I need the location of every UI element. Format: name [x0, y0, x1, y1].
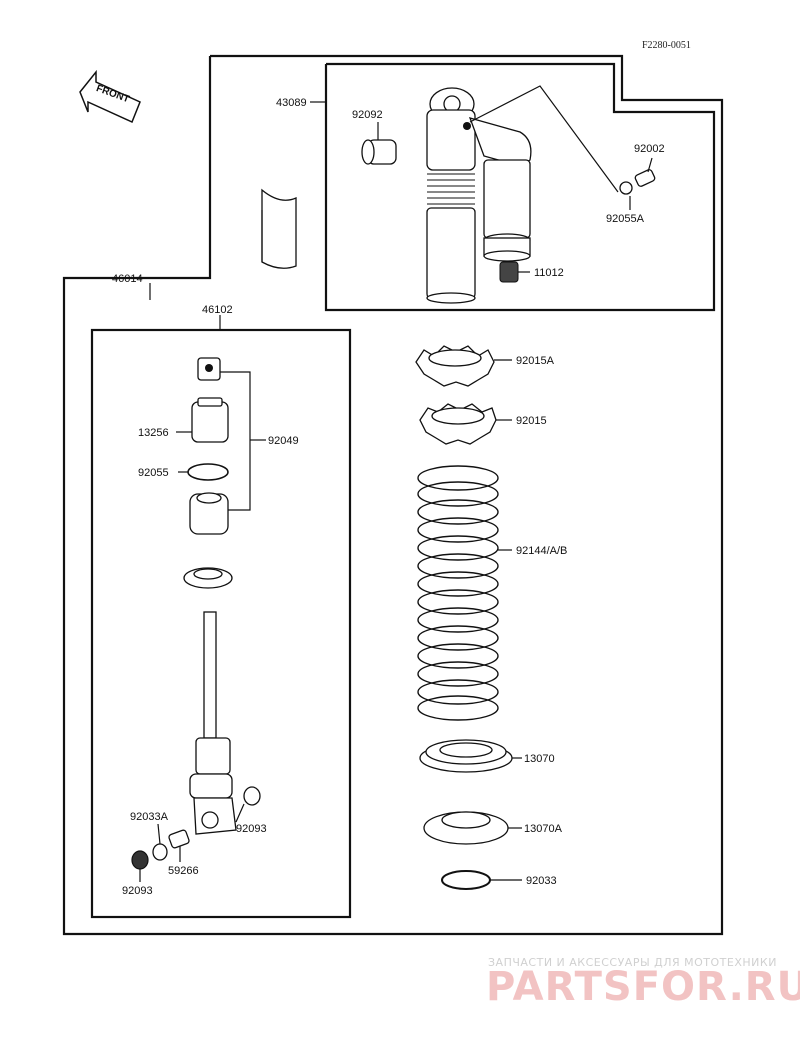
spring-nut-92015 [419, 403, 497, 445]
cap-11012 [499, 261, 519, 283]
label-43089: 43089 [276, 97, 307, 109]
coil-spring-92144 [417, 465, 499, 721]
label-92055: 92055 [138, 467, 169, 479]
figure-code: F2280-0051 [642, 40, 691, 51]
bump-rubber-lower [189, 492, 229, 535]
spring-nut-92015A [415, 345, 495, 387]
label-11012: 11012 [534, 267, 564, 279]
collar-59266 [168, 829, 190, 849]
shock-absorber-body [426, 87, 532, 304]
label-46014: 46014 [112, 273, 143, 285]
shock-sleeve [261, 188, 297, 269]
seal-92093-left [131, 850, 149, 870]
label-92144: 92144/A/B [516, 545, 567, 557]
label-92033: 92033 [526, 875, 557, 887]
label-92049: 92049 [268, 435, 299, 447]
assembly-frame-46014 [62, 54, 724, 936]
circlip-92033A [152, 843, 168, 861]
label-13070A: 13070A [524, 823, 563, 835]
seal-92093-right [243, 786, 261, 806]
watermark-logo: PARTSFOR.RU [486, 964, 800, 1010]
label-92093-right: 92093 [236, 823, 267, 835]
nut-top [197, 357, 221, 381]
label-92055A: 92055A [606, 213, 645, 225]
spring-seat-13070A [423, 811, 509, 845]
piston-rod [189, 611, 237, 835]
watermark-tagline: ЗАПЧАСТИ И АКСЕССУАРЫ ДЛЯ МОТОТЕХНИКИ [488, 956, 777, 969]
spring-seat-13070 [419, 739, 513, 773]
label-13070: 13070 [524, 753, 555, 765]
label-92033A: 92033A [130, 811, 169, 823]
circlip-92033 [441, 870, 491, 890]
label-92093-left: 92093 [122, 885, 153, 897]
fitting-92002 [619, 169, 656, 195]
label-46102: 46102 [202, 304, 233, 316]
front-arrow-icon: FRONT [79, 69, 141, 124]
rod-cap [183, 567, 233, 589]
label-92015: 92015 [516, 415, 547, 427]
label-92002: 92002 [634, 143, 665, 155]
label-59266: 59266 [168, 865, 199, 877]
bushing-92092 [361, 139, 397, 165]
bump-rubber-13256 [191, 397, 229, 443]
label-92015A: 92015A [516, 355, 555, 367]
group-frame-46102 [90, 328, 352, 919]
label-13256: 13256 [138, 427, 169, 439]
label-92092: 92092 [352, 109, 383, 121]
o-ring-92055 [187, 463, 229, 481]
group-frame-43089 [324, 62, 716, 312]
